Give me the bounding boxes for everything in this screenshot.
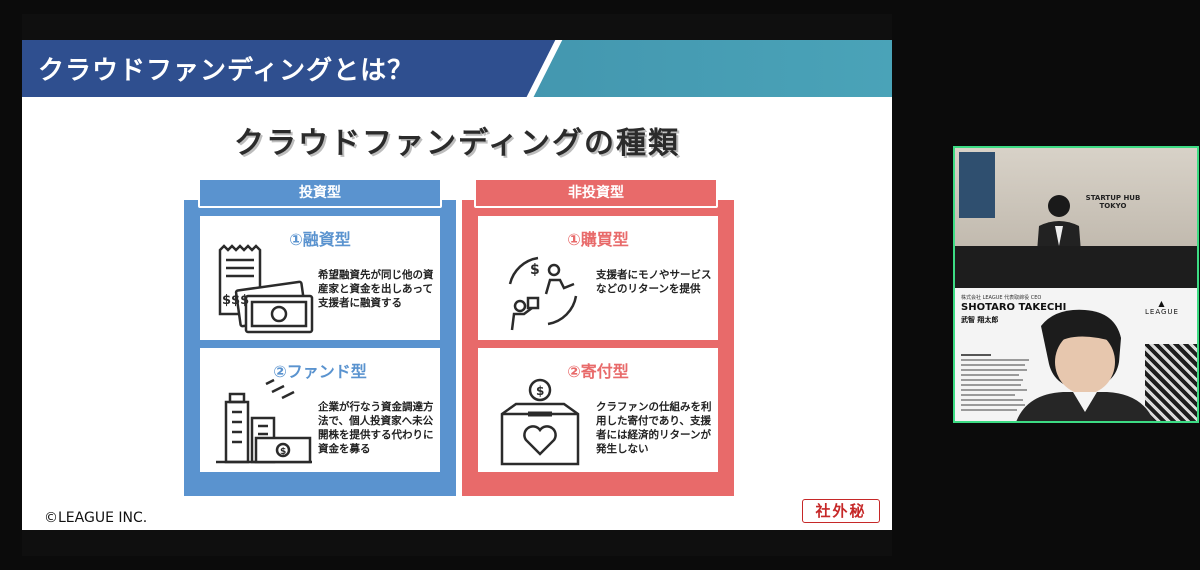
copyright-text: ©LEAGUE INC. (44, 510, 148, 526)
donation-box-icon: $ (500, 378, 580, 466)
card-fund-type: ②ファンド型 $ 企業が行なう資金調達方法で、個人投資家へ未公開株を提供する代わ… (200, 348, 440, 472)
svg-text:$: $ (280, 447, 286, 457)
room-desk (955, 246, 1197, 288)
card-loan-type: ①融資型 $$$ 希望融資先が同じ他の資産家と資金を出しあって支援者に融資する (200, 216, 440, 340)
speaker-video-tile[interactable]: STARTUP HUB TOKYO 株式会社 LEAGUE 代表取締役 CEO … (953, 146, 1199, 423)
header-teal-band (530, 40, 892, 97)
card-description: 企業が行なう資金調達方法で、個人投資家へ未公開株を提供する代わりに資金を募る (318, 401, 434, 455)
card-title: ②寄付型 (567, 362, 629, 381)
card-description: クラファンの仕組みを利用した寄付であり、支援者には経済的リターンが発生しない (596, 401, 712, 455)
slide-header: クラウドファンディングとは？ (22, 40, 892, 97)
decorative-pattern (1145, 344, 1197, 421)
card-description: 希望融資先が同じ他の資産家と資金を出しあって支援者に融資する (318, 269, 434, 309)
card-description: 支援者にモノやサービスなどのリターンを提供 (596, 269, 712, 295)
slide-letterbox-top (22, 14, 892, 40)
svg-text:$$$: $$$ (222, 293, 249, 308)
card-purchase-type: ①購買型 $ 支援者にモノやサービスなどのリターンを提供 (478, 216, 718, 340)
card-donation-type: ②寄付型 $ クラファンの仕組みを利用した寄付であり、支援者には経済的リターンが… (478, 348, 718, 472)
league-logo-mark: ▲ (1158, 299, 1166, 308)
card-title: ①融資型 (289, 230, 351, 249)
header-title: クラウドファンディングとは？ (38, 56, 415, 86)
buildings-money-icon: $ (216, 378, 312, 464)
svg-text:$: $ (530, 262, 540, 278)
svg-text:$: $ (536, 384, 544, 398)
investment-column-label: 投資型 (198, 178, 442, 208)
speaker-profile-list (961, 354, 1031, 414)
slide-letterbox-bottom (22, 530, 892, 556)
speaker-company-title: 株式会社 LEAGUE 代表取締役 CEO (961, 295, 1042, 301)
slide-main-title: クラウドファンディングの種類 (234, 126, 680, 161)
receipt-money-icon: $$$ (218, 244, 314, 334)
speaker-name-english: SHOTARO TAKECHI (961, 302, 1067, 313)
speaker-name-japanese: 武智 翔太郎 (961, 316, 999, 324)
room-sign: STARTUP HUB TOKYO (1085, 194, 1141, 210)
confidential-stamp: 社外秘 (802, 499, 880, 523)
card-title: ①購買型 (567, 230, 629, 249)
non-investment-column-label: 非投資型 (474, 178, 718, 208)
camera-room-view: STARTUP HUB TOKYO (955, 148, 1197, 288)
card-title: ②ファンド型 (273, 362, 367, 381)
league-logo: ▲ LEAGUE (1145, 299, 1179, 317)
speaker-figure (1016, 309, 1154, 421)
room-monitor (959, 152, 995, 218)
league-logo-text: LEAGUE (1145, 308, 1179, 316)
presentation-slide: クラウドファンディングとは？ クラウドファンディングの種類 投資型 非投資型 ①… (22, 40, 892, 530)
exchange-icon: $ (508, 256, 578, 331)
